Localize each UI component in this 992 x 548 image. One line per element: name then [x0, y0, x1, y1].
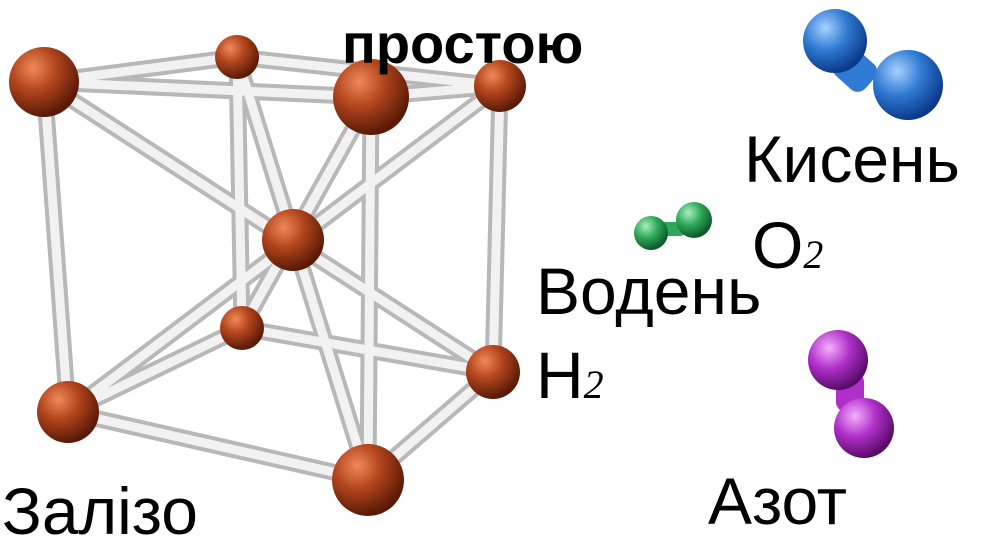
formula-oxygen: O2	[752, 212, 823, 278]
formula-hydrogen-symbol: H	[536, 338, 584, 412]
iron-atom	[474, 60, 526, 112]
oxygen-molecule-icon	[803, 9, 943, 120]
formula-oxygen-index: 2	[803, 232, 824, 277]
iron-atom	[332, 444, 404, 516]
nitrogen-molecule-icon	[808, 330, 894, 458]
iron-lattice-icon	[9, 35, 526, 516]
label-nitrogen: Азот	[708, 464, 848, 538]
iron-atom	[37, 381, 99, 443]
formula-hydrogen: H2	[536, 342, 604, 408]
iron-atom	[9, 47, 79, 117]
label-iron: Залізо	[2, 474, 198, 548]
page-title: простою	[342, 12, 584, 75]
hydrogen-molecule-icon	[634, 202, 712, 250]
iron-atom-center	[262, 209, 324, 271]
iron-atom	[466, 345, 520, 399]
label-oxygen: Кисень	[744, 122, 960, 196]
iron-atom	[215, 35, 259, 79]
formula-hydrogen-index: 2	[583, 362, 604, 407]
iron-atom	[333, 59, 409, 135]
iron-atom	[220, 306, 264, 350]
label-hydrogen: Водень	[536, 254, 762, 328]
formula-oxygen-symbol: O	[752, 208, 804, 282]
